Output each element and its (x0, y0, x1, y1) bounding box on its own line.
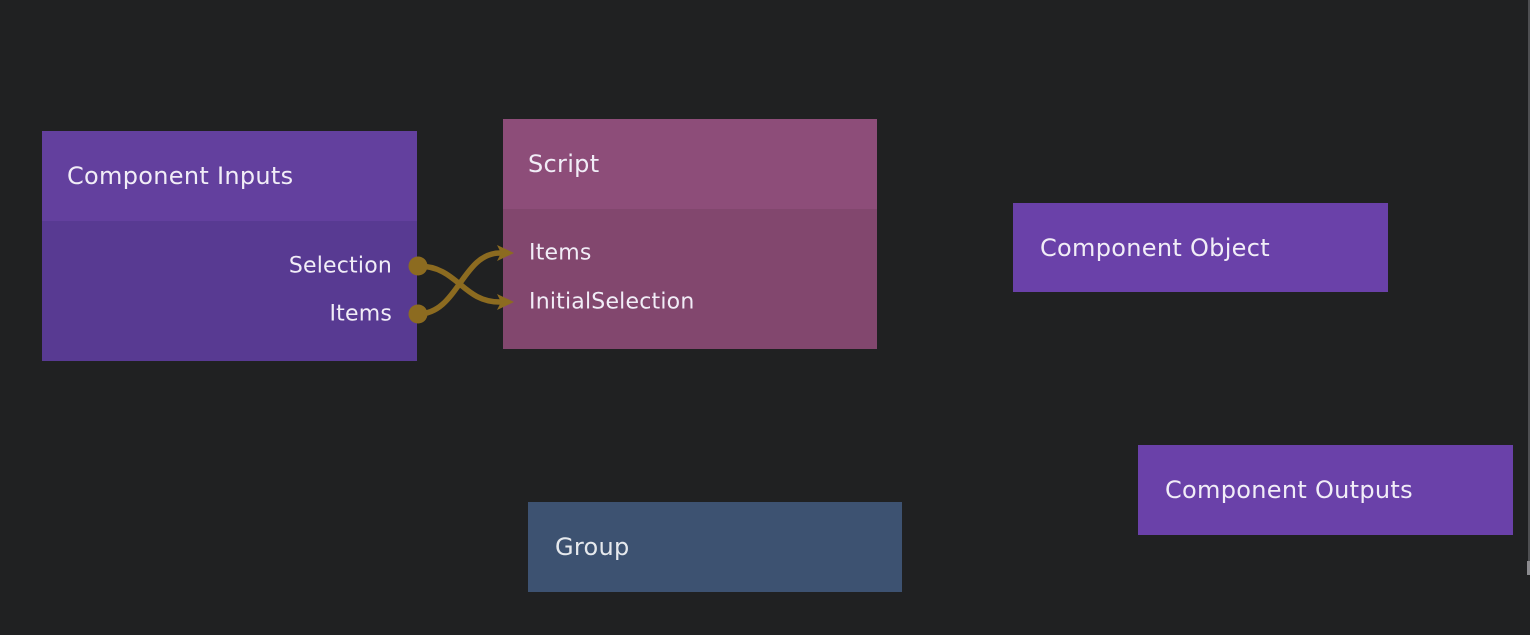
wire-items-to-items[interactable] (415, 250, 503, 317)
output-port-label-selection: Selection (288, 253, 392, 279)
node-title: Script (528, 150, 600, 178)
node-script[interactable]: Script Items InitialSelection (503, 119, 877, 349)
window-right-edge-line (1528, 0, 1530, 573)
output-port-dot-items[interactable] (408, 304, 428, 324)
node-header: Component Inputs (42, 131, 417, 221)
output-port-dot-selection[interactable] (408, 256, 428, 276)
node-title: Component Inputs (67, 162, 294, 190)
node-body (42, 221, 417, 361)
node-header: Script (503, 119, 877, 209)
input-port-arrow-items[interactable] (497, 245, 514, 261)
node-title: Component Object (1040, 233, 1270, 262)
node-component-outputs[interactable]: Component Outputs (1138, 445, 1513, 535)
input-port-label-items: Items (529, 240, 592, 266)
input-port-label-initialselection: InitialSelection (529, 289, 695, 315)
node-title: Component Outputs (1165, 476, 1413, 504)
scrollbar-thumb-end (1527, 561, 1530, 575)
node-group[interactable]: Group (528, 502, 902, 592)
input-port-arrow-initialselection[interactable] (497, 294, 514, 310)
output-port-label-items: Items (329, 301, 392, 327)
node-title: Group (555, 533, 630, 561)
node-body (503, 209, 877, 349)
node-component-inputs[interactable]: Component Inputs Selection Items (42, 131, 417, 361)
node-component-object[interactable]: Component Object (1013, 203, 1388, 292)
